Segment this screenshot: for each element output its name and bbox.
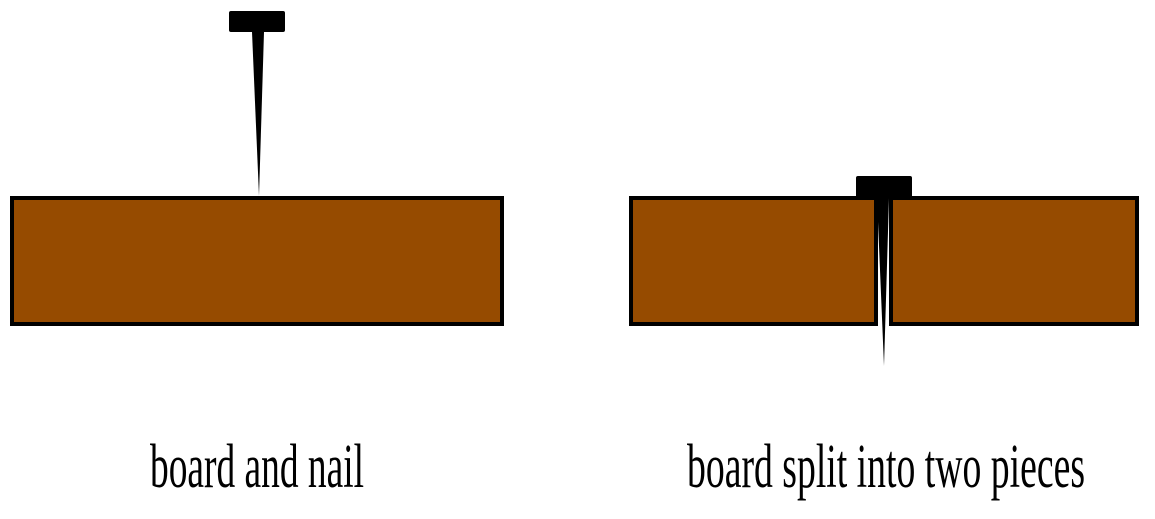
left-caption: board and nail: [150, 433, 364, 501]
left-nail-head: [229, 11, 285, 32]
right-nail-shank: [877, 198, 889, 366]
right-nail: [856, 176, 912, 366]
right-board-left-piece: [629, 196, 878, 326]
left-board: [10, 196, 504, 326]
left-nail: [229, 11, 285, 196]
right-caption: board split into two pieces: [687, 433, 1085, 501]
left-nail-shank: [252, 32, 264, 196]
right-nail-head: [856, 176, 912, 198]
left-panel: board and nail: [10, 11, 504, 501]
right-board-right-piece: [889, 196, 1139, 326]
right-panel: board split into two pieces: [629, 176, 1139, 501]
